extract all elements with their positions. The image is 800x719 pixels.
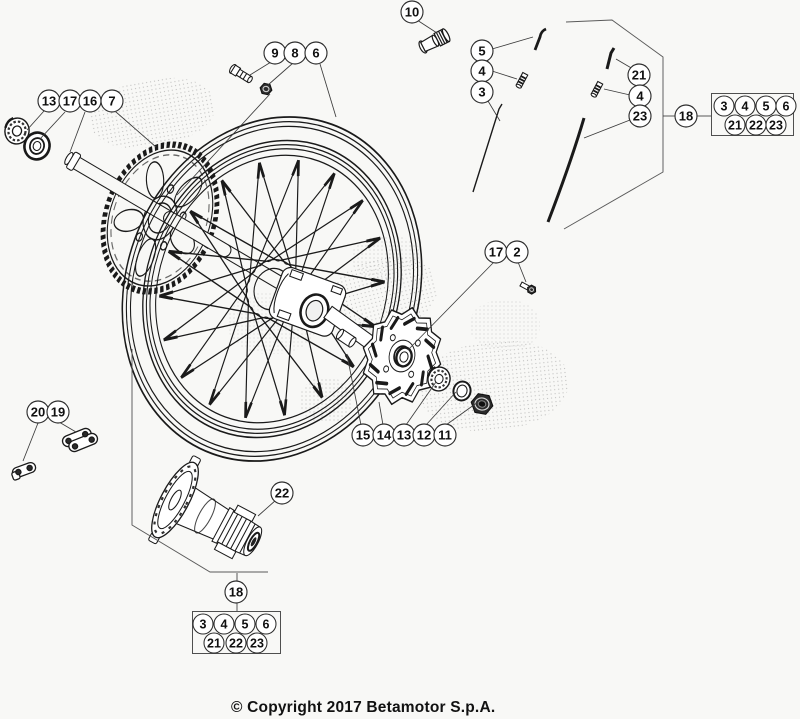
valve-stem-part10 xyxy=(418,28,451,54)
copyright-notice: © Copyright 2017 Betamotor S.p.A. xyxy=(231,699,496,716)
svg-text:3: 3 xyxy=(721,99,728,113)
spoke-part23 xyxy=(546,117,586,223)
svg-text:9: 9 xyxy=(271,46,278,61)
svg-text:18: 18 xyxy=(229,585,243,600)
svg-text:10: 10 xyxy=(405,5,419,20)
callout-19: 19 xyxy=(46,400,70,424)
svg-text:15: 15 xyxy=(356,428,370,443)
svg-text:8: 8 xyxy=(291,46,298,61)
svg-text:6: 6 xyxy=(312,46,319,61)
callout-4-right: 4 xyxy=(628,84,652,108)
chain-link-part19 xyxy=(61,427,99,453)
svg-text:16: 16 xyxy=(83,94,97,109)
bearing-left-part13 xyxy=(4,116,30,145)
disc-centre-bushing xyxy=(395,346,413,368)
callout-18-bottom: 18 xyxy=(224,580,248,604)
svg-text:4: 4 xyxy=(478,64,486,79)
svg-text:18: 18 xyxy=(679,109,693,124)
svg-text:20: 20 xyxy=(31,405,45,420)
dust-seal-left-part17 xyxy=(23,131,51,161)
svg-text:3: 3 xyxy=(478,85,485,100)
callout-13-right: 13 xyxy=(392,423,416,447)
svg-text:21: 21 xyxy=(207,636,221,650)
spoke-part5 xyxy=(533,27,547,51)
leader-lines xyxy=(22,19,711,611)
callout-5: 5 xyxy=(470,39,494,63)
spoke-part3 xyxy=(472,103,503,193)
svg-text:11: 11 xyxy=(438,428,452,443)
callout-23: 23 xyxy=(628,104,652,128)
svg-text:17: 17 xyxy=(489,245,503,260)
nipple-part4-right xyxy=(590,80,604,98)
svg-text:14: 14 xyxy=(377,428,392,443)
stipple-patch xyxy=(352,236,422,280)
callout-4-left: 4 xyxy=(470,59,494,83)
callout-17-left: 17 xyxy=(58,89,82,113)
callout-15: 15 xyxy=(351,423,375,447)
rear-hub-part22 xyxy=(148,455,263,560)
svg-text:4: 4 xyxy=(636,89,644,104)
callout-2: 2 xyxy=(505,240,529,264)
callout-12: 12 xyxy=(412,423,436,447)
svg-text:19: 19 xyxy=(51,405,65,420)
bolt-part9 xyxy=(229,64,253,84)
bolt-part2 xyxy=(519,281,537,295)
svg-text:7: 7 xyxy=(108,94,115,109)
callout-10: 10 xyxy=(400,0,424,24)
svg-text:6: 6 xyxy=(783,99,790,113)
svg-text:12: 12 xyxy=(417,428,431,443)
clip-link-part20 xyxy=(11,461,37,481)
group-outline-top-right xyxy=(563,19,664,230)
svg-text:5: 5 xyxy=(478,44,485,59)
callout-17-right: 17 xyxy=(484,240,508,264)
seal-part12 xyxy=(452,380,472,402)
callout-8: 8 xyxy=(283,41,307,65)
callout-7: 7 xyxy=(100,89,124,113)
svg-text:13: 13 xyxy=(397,428,411,443)
nut-part8 xyxy=(259,82,273,96)
nipple-part4-left xyxy=(515,71,529,89)
svg-text:4: 4 xyxy=(221,617,228,631)
group-outline-bottom-left xyxy=(131,349,268,573)
svg-text:23: 23 xyxy=(250,636,264,650)
callout-9: 9 xyxy=(263,41,287,65)
callout-3: 3 xyxy=(470,80,494,104)
svg-text:23: 23 xyxy=(633,109,647,124)
callout-11: 11 xyxy=(433,423,457,447)
svg-text:3: 3 xyxy=(200,617,207,631)
callout-16: 16 xyxy=(78,89,102,113)
svg-text:6: 6 xyxy=(263,617,270,631)
svg-text:21: 21 xyxy=(728,118,742,132)
group-box-bottom: 3 4 5 6 21 22 23 xyxy=(192,611,281,654)
spoke-part21 xyxy=(605,47,616,70)
axle-nut-part11 xyxy=(470,393,494,415)
svg-text:4: 4 xyxy=(742,99,749,113)
svg-text:17: 17 xyxy=(63,94,77,109)
svg-text:23: 23 xyxy=(769,118,783,132)
callout-20: 20 xyxy=(26,400,50,424)
callout-13-left: 13 xyxy=(37,89,61,113)
callout-6: 6 xyxy=(304,41,328,65)
callout-22: 22 xyxy=(270,481,294,505)
spacer-part15 xyxy=(335,328,357,348)
svg-text:22: 22 xyxy=(275,486,289,501)
group-box-right: 3 4 5 6 21 22 23 xyxy=(711,93,797,136)
stipple-patch xyxy=(470,300,540,350)
svg-text:22: 22 xyxy=(229,636,243,650)
svg-text:13: 13 xyxy=(42,94,56,109)
callout-21: 21 xyxy=(627,63,651,87)
svg-text:2: 2 xyxy=(513,245,520,260)
svg-text:5: 5 xyxy=(763,99,770,113)
callout-14: 14 xyxy=(372,423,396,447)
svg-text:22: 22 xyxy=(749,118,763,132)
svg-text:21: 21 xyxy=(632,68,646,83)
svg-text:5: 5 xyxy=(242,617,249,631)
callout-18-right: 18 xyxy=(674,104,698,128)
